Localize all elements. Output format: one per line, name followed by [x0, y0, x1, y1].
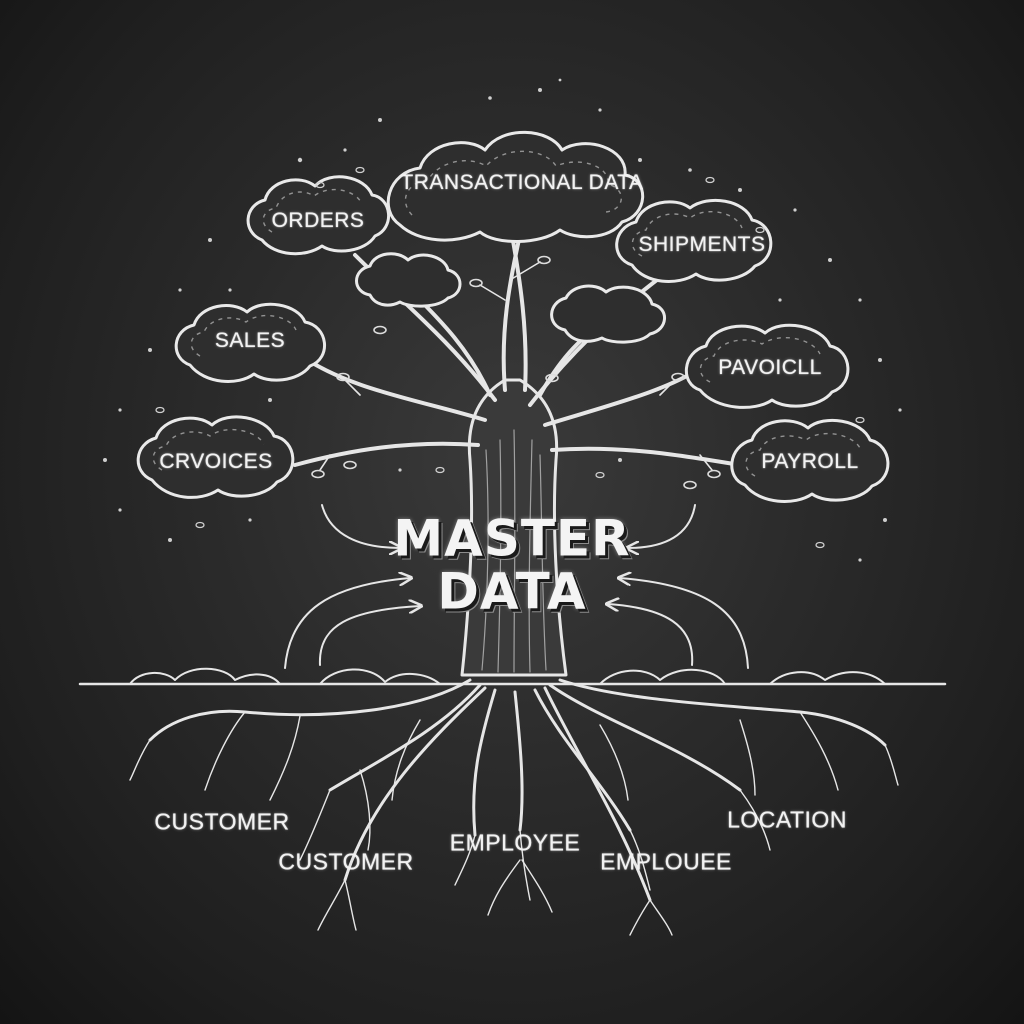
chalk-leaf-specks	[155, 166, 865, 549]
arrow-mid-left	[284, 578, 410, 669]
cloud-shipments	[615, 198, 773, 283]
arrow-mid-left-2	[318, 606, 420, 666]
label-shipments: SHIPMENTS	[638, 233, 766, 256]
chalk-dust	[103, 78, 902, 562]
arrow-upper-left	[321, 504, 400, 548]
cloud-transactional-data	[386, 130, 645, 243]
trunk-texture	[481, 429, 547, 673]
label-orders: ORDERS	[271, 209, 365, 232]
label-customer-mid: CUSTOMER	[278, 848, 414, 875]
ground	[78, 667, 947, 686]
cloud-orders	[246, 175, 391, 256]
label-payroll: PAYROLL	[761, 450, 859, 473]
label-location: LOCATION	[727, 806, 847, 833]
master-data-line-2: DATA	[437, 562, 587, 620]
master-data-title: MASTER DATA	[393, 509, 631, 620]
arrow-mid-right-2	[608, 604, 694, 666]
cloud-crvoices	[136, 415, 295, 499]
label-customer-left: CUSTOMER	[154, 808, 290, 835]
arrows	[284, 504, 749, 669]
cloud-pavoicll	[684, 323, 850, 409]
label-emplouee: EMPLOUEE	[600, 848, 732, 875]
label-pavoicll: PAVOICLL	[718, 356, 822, 379]
master-data-line-1: MASTER	[393, 509, 631, 568]
cloud-small-left	[355, 252, 462, 308]
label-crvoices: CRVOICES	[159, 450, 273, 473]
label-transactional-data: TRANSACTIONAL DATA	[400, 171, 644, 194]
arrow-upper-right	[628, 504, 696, 548]
root-hairs	[129, 711, 899, 936]
cloud-small-right	[550, 284, 666, 344]
label-sales: SALES	[214, 329, 286, 352]
label-employee: EMPLOYEE	[449, 829, 581, 856]
arrow-mid-right	[620, 578, 749, 669]
cloud-payroll	[730, 418, 890, 503]
tree-roots	[148, 678, 887, 902]
tree-trunk	[460, 378, 568, 677]
cloud-sales	[174, 302, 327, 383]
